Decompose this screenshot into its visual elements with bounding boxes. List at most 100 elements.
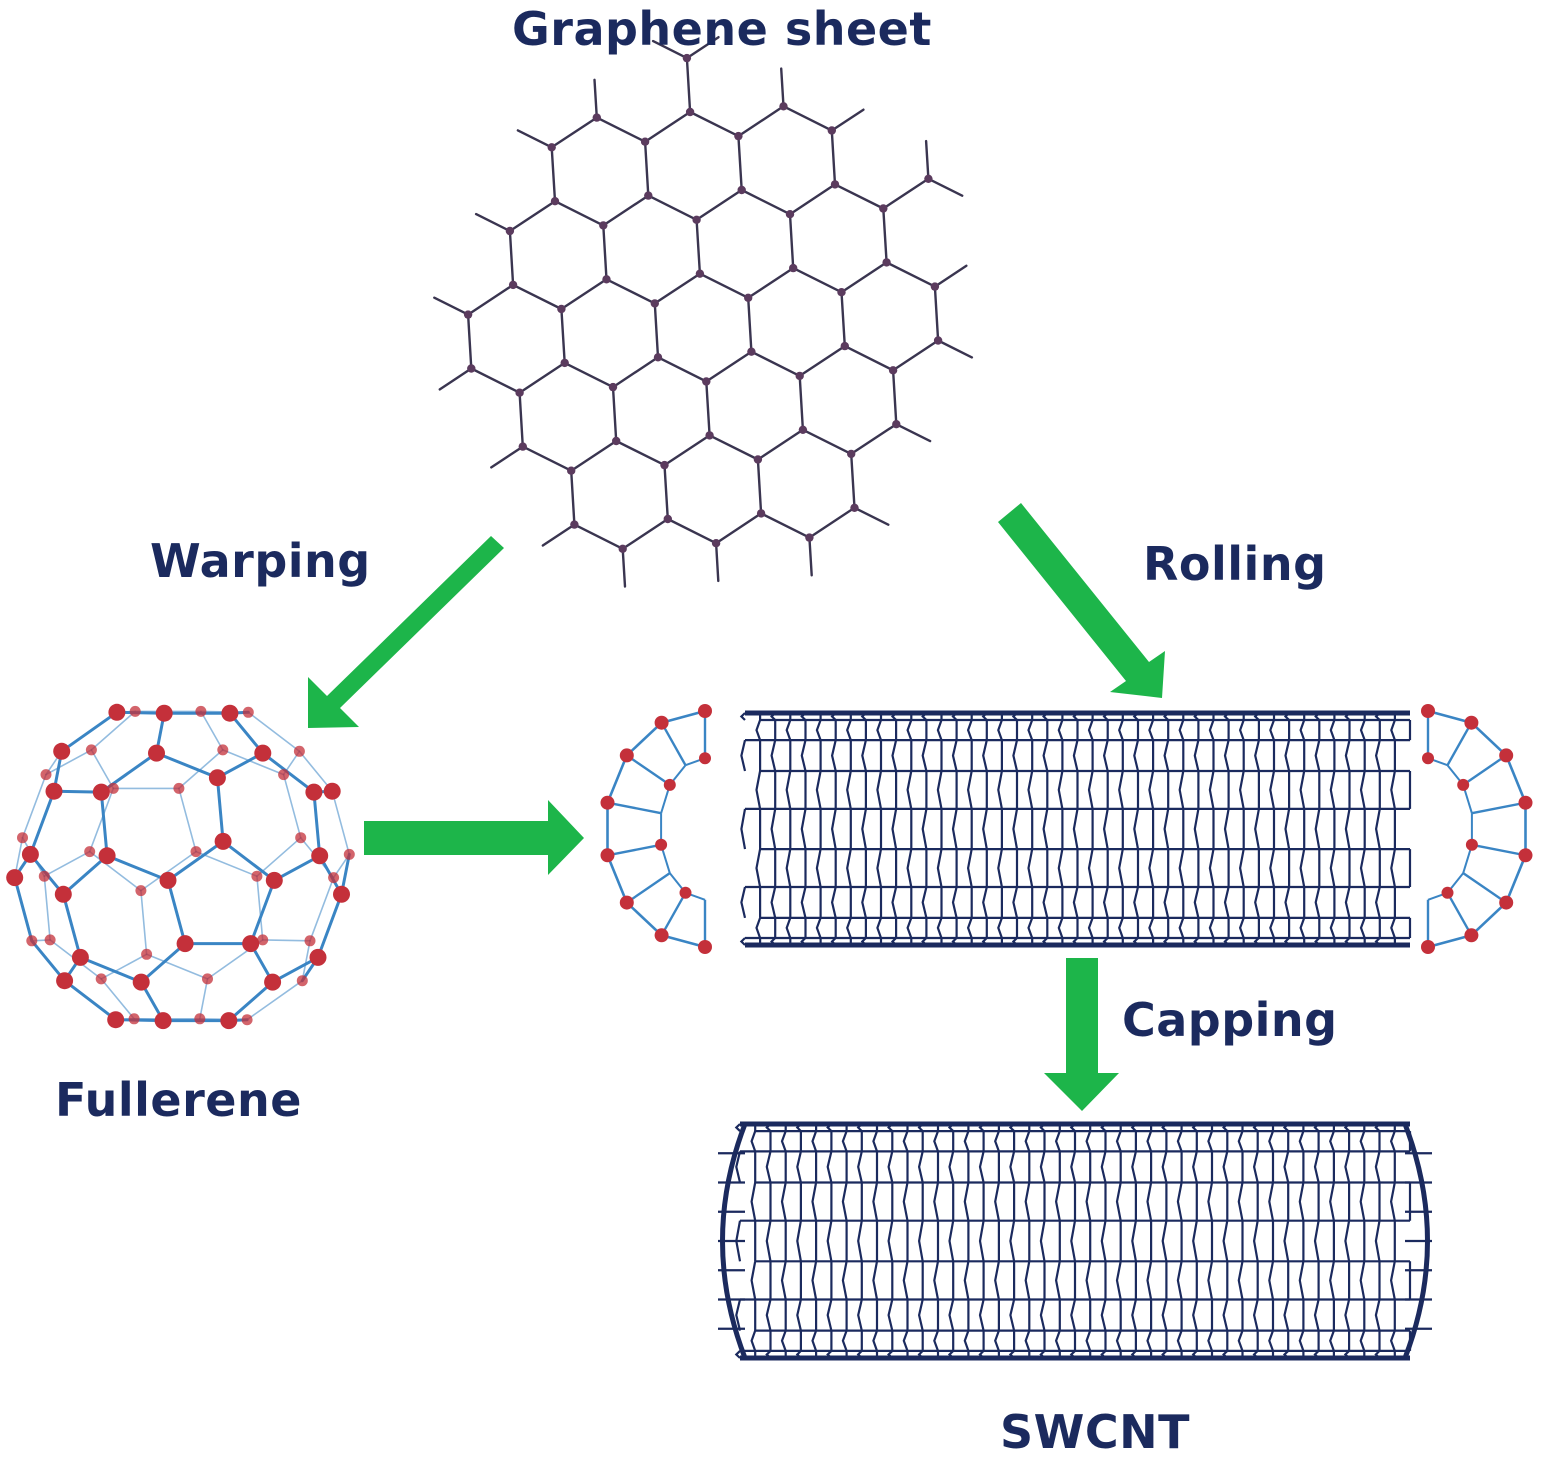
fullerene-bond	[88, 850, 142, 892]
graphene-atom	[547, 143, 556, 152]
open-tube-cell	[1390, 718, 1412, 741]
fullerene-atom	[135, 885, 147, 897]
swcnt-cell	[1130, 1122, 1167, 1132]
fullerene-atom	[107, 782, 119, 794]
graphene-atom	[847, 449, 856, 459]
open-tube-cell	[1163, 807, 1199, 850]
open-tube-cell	[1133, 807, 1169, 850]
cap-bond	[1471, 801, 1526, 815]
open-tube-cell	[1042, 739, 1078, 772]
fullerene-atom	[254, 744, 272, 762]
open-tube-cell	[846, 769, 881, 810]
graphene-atom	[850, 503, 859, 512]
graphene-atom	[640, 137, 650, 146]
fullerene-atom	[173, 782, 185, 794]
fullerene-bond	[90, 749, 115, 790]
swcnt-cell	[872, 1181, 908, 1221]
swcnt-cell	[1389, 1260, 1412, 1300]
open-tube-cell	[1284, 807, 1320, 850]
cap-atom	[698, 704, 712, 718]
cap-atom	[663, 778, 676, 791]
cap-bond	[1462, 754, 1507, 786]
fullerene-bond	[178, 787, 197, 853]
swcnt-cell	[887, 1298, 923, 1331]
cap-bond	[1470, 901, 1508, 937]
graphene-atom	[756, 509, 766, 518]
fullerene-atom	[56, 972, 74, 990]
graphene-bond	[840, 291, 846, 348]
graphene-bond	[740, 188, 792, 216]
swcnt-cell	[780, 1181, 817, 1221]
swcnt-cell	[1298, 1181, 1334, 1221]
swcnt-cell	[1344, 1298, 1380, 1331]
swcnt-cell	[1115, 1260, 1152, 1300]
fullerene-bond	[178, 749, 224, 790]
swcnt-cell	[1191, 1349, 1228, 1359]
open-tube-cell	[1027, 718, 1063, 741]
graphene-atom	[837, 288, 846, 297]
open-tube-cell	[1178, 769, 1214, 810]
swcnt-cell	[1282, 1349, 1319, 1359]
graphene-bond	[508, 199, 557, 233]
fullerene-atom	[159, 871, 177, 889]
swcnt-cell	[1070, 1219, 1106, 1262]
fullerene-atom	[220, 1012, 238, 1030]
open-tube-cell	[1118, 718, 1154, 741]
fullerene-bond	[13, 876, 34, 943]
open-tube-cell	[1118, 848, 1154, 888]
cap-bond	[606, 854, 629, 904]
open-tube-cell	[1374, 885, 1410, 919]
fullerene-bond	[246, 979, 304, 1021]
swcnt-cell	[994, 1181, 1030, 1221]
graphene-atom	[930, 282, 940, 291]
graphene-atom	[888, 366, 898, 375]
swcnt-cell	[811, 1260, 847, 1300]
cap-bond	[1427, 934, 1472, 949]
graphene-bond	[433, 296, 470, 316]
open-tube-cell	[1344, 711, 1380, 721]
swcnt-cell	[1161, 1122, 1197, 1132]
fullerene-atom	[54, 885, 72, 903]
open-tube-cell	[951, 885, 987, 919]
swcnt-cell	[841, 1181, 877, 1221]
graphene-atom	[892, 420, 901, 429]
graphene-atom	[653, 353, 663, 362]
swcnt-cell	[1313, 1150, 1350, 1183]
warping-arrow	[308, 536, 504, 728]
fullerene-atom	[278, 769, 290, 781]
open-tube-cell	[1193, 807, 1229, 850]
cap-atom	[1457, 778, 1470, 791]
open-tube-cell	[1344, 885, 1380, 919]
graphene-bond	[705, 350, 753, 383]
fullerene-bond	[60, 710, 119, 753]
open-tube-cell	[770, 739, 806, 772]
fullerene-atom	[45, 782, 63, 800]
graphene-atom	[795, 371, 804, 381]
open-tube-cell	[1011, 711, 1048, 721]
swcnt-cell	[1313, 1122, 1350, 1132]
cap-atom	[1464, 928, 1479, 943]
swcnt-cell	[1085, 1260, 1121, 1300]
fullerene-atom	[84, 846, 96, 858]
open-tube-cell	[906, 916, 942, 939]
open-tube-cell	[981, 936, 1017, 946]
swcnt-cell	[872, 1260, 908, 1300]
fullerene-bond	[61, 854, 109, 896]
graphene-atom	[515, 388, 524, 397]
graphene-bond	[466, 283, 515, 316]
cap-atom	[1421, 704, 1435, 718]
fullerene-bond	[139, 942, 187, 984]
open-tube-cell	[800, 936, 836, 946]
swcnt-cell	[978, 1298, 1015, 1331]
swcnt-cell	[1024, 1130, 1060, 1152]
fullerene-bond	[256, 836, 302, 878]
fullerene-atom	[107, 1011, 125, 1029]
graphene-bond	[850, 452, 856, 509]
swcnt-cell	[1192, 1219, 1228, 1262]
fullerene-atom	[53, 742, 71, 760]
cap-bond	[626, 754, 671, 786]
open-tube-cell	[982, 885, 1017, 919]
open-tube-cell	[770, 936, 806, 946]
open-tube-cell	[1223, 739, 1259, 772]
cap-bond	[661, 934, 706, 949]
